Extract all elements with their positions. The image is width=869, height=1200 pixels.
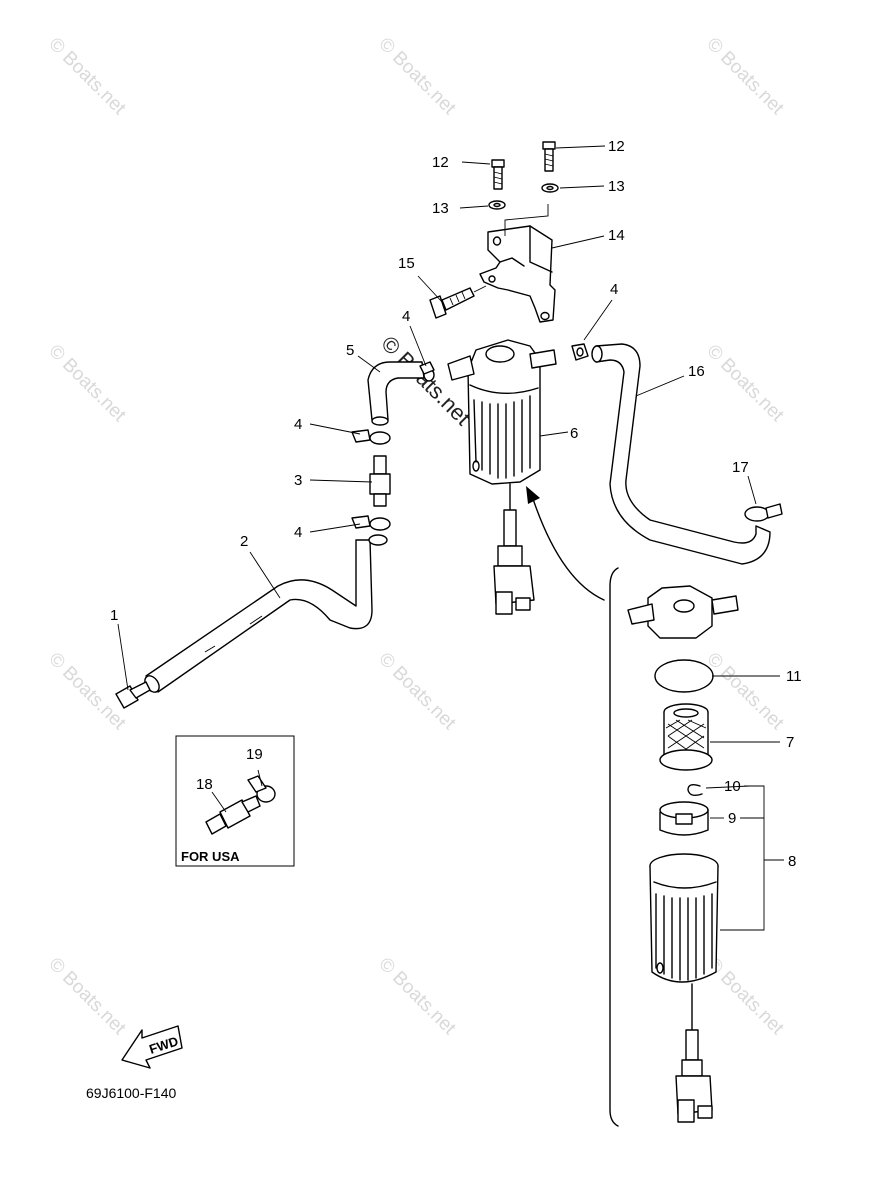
exploded-view-arrow	[526, 486, 605, 601]
joint-18[interactable]	[205, 795, 261, 835]
clip-10[interactable]	[687, 783, 703, 797]
callout-12: 12	[432, 154, 449, 171]
watermark: © Boats.net	[702, 341, 788, 427]
hose-2[interactable]	[142, 534, 388, 695]
filter-bowl-8[interactable]	[649, 853, 719, 1123]
callout-5: 5	[346, 342, 354, 359]
callout-15: 15	[398, 255, 415, 272]
callout-4: 4	[402, 308, 410, 325]
clamp-4-right[interactable]	[571, 343, 589, 361]
hose-16[interactable]	[591, 343, 771, 565]
callout-3: 3	[294, 472, 302, 489]
clamp-4-top[interactable]	[419, 361, 435, 382]
joint-3[interactable]	[369, 455, 391, 507]
callout-18: 18	[196, 776, 213, 793]
leader-lines	[117, 145, 784, 931]
watermark: © Boats.net	[374, 649, 460, 735]
watermark: © Boats.net	[44, 341, 130, 427]
callout-16: 16	[688, 363, 705, 380]
callout-12: 12	[608, 138, 625, 155]
clamp-17[interactable]	[744, 503, 783, 522]
filter-element-7[interactable]	[659, 703, 713, 771]
bolt-12-left[interactable]	[491, 159, 505, 190]
callout-10: 10	[724, 778, 741, 795]
filter-cap[interactable]	[627, 585, 739, 639]
callout-1: 1	[110, 607, 118, 624]
diagram-code: 69J6100-F140	[86, 1085, 177, 1101]
hose-5[interactable]	[367, 361, 425, 426]
forward-arrow: FWD	[121, 1025, 183, 1069]
clamp-19[interactable]	[247, 775, 276, 803]
callout-8: 8	[788, 853, 796, 870]
bolt-12-right[interactable]	[542, 141, 556, 172]
fitting-1[interactable]	[115, 681, 151, 709]
for-usa-inset: FOR USA	[175, 735, 295, 867]
bracket-14[interactable]	[479, 204, 556, 323]
bolt-15[interactable]	[429, 285, 487, 319]
float-9[interactable]	[659, 801, 709, 836]
callout-2: 2	[240, 533, 248, 550]
callout-4: 4	[610, 281, 618, 298]
callout-19: 19	[246, 746, 263, 763]
watermark: © Boats.net	[44, 954, 130, 1040]
callout-14: 14	[608, 227, 625, 244]
watermark: © Boats.net	[374, 34, 460, 120]
washer-13-left[interactable]	[488, 200, 506, 210]
watermark: © Boats.net	[702, 649, 788, 735]
clamp-4-upper[interactable]	[351, 429, 391, 445]
callout-layer: 1 2 3 4 4 4 4 5 6 7 8 9 10 11 12 12 13 1…	[110, 138, 802, 870]
clamp-4-lower[interactable]	[351, 515, 391, 531]
callout-9: 9	[728, 810, 736, 827]
callout-13: 13	[432, 200, 449, 217]
callout-17: 17	[732, 459, 749, 476]
watermark: © Boats.net	[44, 34, 130, 120]
fuel-filter-assembly-6[interactable]	[447, 339, 557, 615]
o-ring-11[interactable]	[654, 659, 714, 693]
callout-11: 11	[786, 668, 802, 685]
washer-13-right[interactable]	[541, 183, 559, 193]
for-usa-label: FOR USA	[181, 849, 240, 864]
callout-6: 6	[570, 425, 578, 442]
callout-4: 4	[294, 416, 302, 433]
callout-7: 7	[786, 734, 794, 751]
callout-13: 13	[608, 178, 625, 195]
callout-4: 4	[294, 524, 302, 541]
exploded-view-brace	[609, 567, 619, 1127]
watermark: © Boats.net	[702, 34, 788, 120]
watermark: © Boats.net	[44, 649, 130, 735]
watermark: © Boats.net	[374, 954, 460, 1040]
